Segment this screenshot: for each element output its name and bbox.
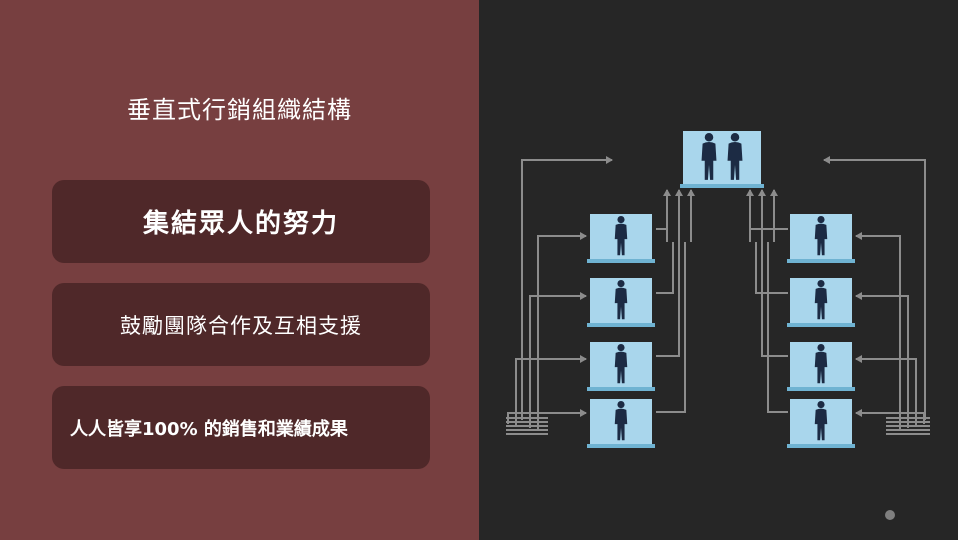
person-standing-icon [787, 214, 855, 263]
page-indicator-dot [885, 510, 895, 520]
right-return-line [755, 242, 788, 294]
left-return-line [656, 242, 674, 294]
top-left-feed-line [521, 156, 613, 420]
right-feed-line [855, 409, 925, 424]
top-right-feed-line [823, 156, 926, 420]
person-icon [814, 216, 828, 256]
person-hand-on-hip-icon [787, 342, 855, 391]
card-shared-results: 人人皆享100% 的銷售和業績成果 [52, 386, 430, 469]
person-standing-icon [587, 342, 655, 391]
card-text: 集結眾人的努力 [142, 209, 339, 239]
person-icon [727, 133, 743, 180]
right-return-line [767, 242, 788, 413]
person-icon [614, 401, 628, 441]
left-feed-line [537, 232, 587, 430]
left-return-line [656, 242, 680, 357]
diagram-nodes [587, 131, 855, 448]
left-feed-line [515, 355, 587, 426]
left-return-line [656, 228, 668, 242]
person-briefcase-icon [587, 214, 655, 263]
slide-title: 垂直式行銷組織結構 [127, 96, 352, 124]
two-people-icon [680, 131, 764, 188]
card-text: 鼓勵團隊合作及互相支援 [120, 313, 362, 338]
person-icon [701, 133, 717, 180]
person-icon [614, 344, 628, 384]
person-icon [614, 216, 628, 256]
person-icon [614, 280, 628, 320]
right-feed-line [855, 292, 909, 428]
left-return-line [656, 242, 686, 413]
connector-lines [506, 156, 930, 435]
card-teamwork: 鼓勵團隊合作及互相支援 [52, 283, 430, 366]
person-tablet-icon [787, 399, 855, 448]
person-icon [814, 401, 828, 441]
left-feed-line [529, 292, 587, 428]
person-icon [814, 344, 828, 384]
person-phone-icon [587, 278, 655, 327]
left-panel: 垂直式行銷組織結構 集結眾人的努力 鼓勵團隊合作及互相支援 人人皆享100% 的… [0, 0, 479, 540]
person-arms-crossed-icon [787, 278, 855, 327]
person-icon [814, 280, 828, 320]
person-arms-crossed-icon [587, 399, 655, 448]
right-feed-line [855, 355, 917, 426]
card-collective-effort: 集結眾人的努力 [52, 180, 430, 263]
right-panel [479, 0, 958, 540]
right-return-line [761, 242, 788, 357]
left-feed-line [507, 409, 587, 424]
right-return-line [749, 228, 788, 242]
card-text: 人人皆享100% 的銷售和業績成果 [70, 418, 348, 440]
right-feed-line [855, 232, 901, 430]
